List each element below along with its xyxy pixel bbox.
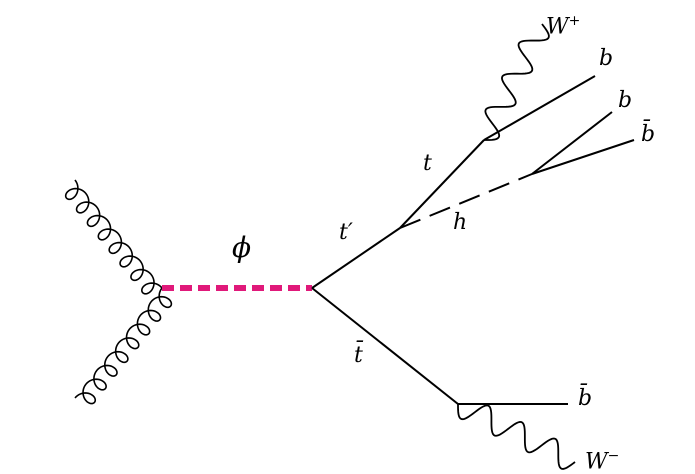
t-prime-line	[311, 227, 401, 289]
b-bar-bottom-label: b̄	[578, 386, 593, 411]
higgs-line	[399, 173, 533, 229]
b-mid-label: b	[618, 88, 633, 113]
w-minus-label: W−	[585, 449, 619, 473]
b-bar-right-label: b̄	[641, 122, 656, 147]
h-label: h	[453, 210, 468, 235]
w-minus-boson-line	[457, 403, 576, 470]
b-mid-line	[531, 111, 613, 175]
b-mid-arrow	[564, 131, 587, 149]
w-plus-boson-line	[483, 23, 550, 141]
t-arrow	[427, 179, 447, 200]
w-plus-base: W	[546, 14, 569, 40]
gluon-line-lower	[74, 287, 173, 405]
b-bar-right-arrow	[581, 150, 603, 158]
b-top-label: b	[599, 46, 614, 71]
t-prime-label: t′	[339, 220, 353, 245]
b-bar-right-line	[531, 139, 635, 175]
b-top-line	[483, 75, 596, 141]
w-minus-base: W	[585, 449, 608, 474]
w-minus-sup: −	[607, 448, 620, 464]
w-plus-label: W+	[546, 14, 580, 38]
b-top-arrow	[519, 103, 547, 120]
t-bar-label: t̄	[354, 343, 363, 368]
phi-label: ϕ	[232, 231, 252, 264]
w-plus-sup: +	[568, 13, 581, 29]
t-line	[399, 139, 485, 229]
t-prime-arrow	[341, 253, 363, 268]
t-label: t	[423, 151, 432, 176]
gluon-line-upper	[64, 179, 163, 295]
t-bar-line	[311, 287, 459, 405]
t-bar-arrow	[377, 340, 401, 359]
